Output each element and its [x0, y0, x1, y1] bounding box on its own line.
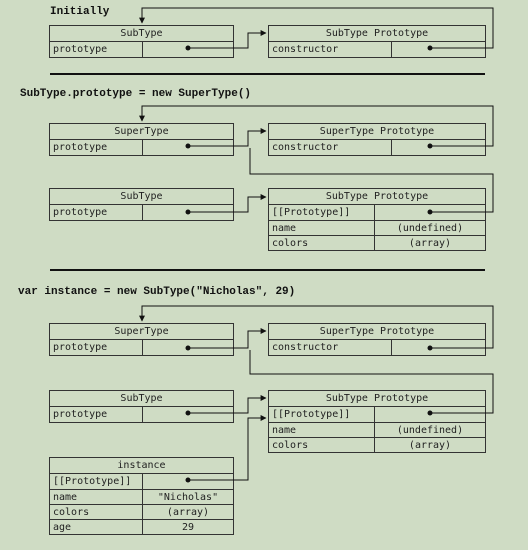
supertype-box-s3: SuperType prototype — [49, 323, 234, 356]
property-name: constructor — [272, 142, 339, 153]
property-value: 29 — [142, 519, 233, 534]
caption-initially: Initially — [50, 6, 110, 18]
property-value — [391, 140, 485, 155]
property-name: colors — [50, 504, 142, 519]
property-value: (array) — [142, 504, 233, 519]
property-name: prototype — [53, 44, 108, 55]
box-title: SubType Prototype — [269, 391, 485, 407]
property-name: prototype — [53, 342, 108, 353]
property-value: (undefined) — [374, 422, 485, 437]
supertype-prototype-box-s3: SuperType Prototype constructor — [268, 323, 486, 356]
property-value — [142, 340, 233, 355]
subtype-box-initial: SubType prototype — [49, 25, 234, 58]
property-value — [391, 42, 485, 57]
property-value: (array) — [374, 235, 485, 250]
caption-assign-prototype: SubType.prototype = new SuperType() — [20, 88, 252, 100]
box-title: SubType — [50, 26, 233, 42]
property-name: [[Prototype]] — [272, 207, 351, 218]
supertype-prototype-box-s2: SuperType Prototype constructor — [268, 123, 486, 156]
property-value — [142, 205, 233, 220]
section-divider-1 — [50, 73, 485, 75]
property-name: name — [269, 220, 374, 235]
property-value — [374, 205, 485, 220]
box-title: SubType Prototype — [269, 189, 485, 205]
property-name: name — [269, 422, 374, 437]
property-value — [142, 140, 233, 155]
box-title: SuperType — [50, 124, 233, 140]
instance-box: instance [[Prototype]] name"Nicholas"color… — [49, 457, 234, 535]
box-title: SuperType Prototype — [269, 124, 485, 140]
box-title: SuperType Prototype — [269, 324, 485, 340]
property-name: prototype — [53, 142, 108, 153]
property-name: prototype — [53, 207, 108, 218]
subtype-prototype-box-initial: SubType Prototype constructor — [268, 25, 486, 58]
property-name: [[Prototype]] — [272, 409, 351, 420]
box-title: SubType — [50, 189, 233, 205]
box-title: instance — [50, 458, 233, 474]
property-value: (undefined) — [374, 220, 485, 235]
subtype-box-s3: SubType prototype — [49, 390, 234, 423]
property-name: age — [50, 519, 142, 534]
property-value — [374, 407, 485, 422]
property-name: colors — [269, 235, 374, 250]
box-title: SuperType — [50, 324, 233, 340]
caption-create-instance: var instance = new SubType("Nicholas", 2… — [18, 286, 296, 298]
property-name: colors — [269, 437, 374, 452]
property-value — [142, 407, 233, 422]
box-title: SubType Prototype — [269, 26, 485, 42]
subtype-prototype-box-s2: SubType Prototype [[Prototype]] name(undef… — [268, 188, 486, 251]
subtype-box-s2: SubType prototype — [49, 188, 234, 221]
property-name: constructor — [272, 44, 339, 55]
property-name: constructor — [272, 342, 339, 353]
section-divider-2 — [50, 269, 485, 271]
property-name: name — [50, 489, 142, 504]
property-name: [[Prototype]] — [53, 476, 132, 487]
property-value — [142, 474, 233, 489]
property-value — [391, 340, 485, 355]
supertype-box-s2: SuperType prototype — [49, 123, 234, 156]
property-value: "Nicholas" — [142, 489, 233, 504]
property-value — [142, 42, 233, 57]
property-value: (array) — [374, 437, 485, 452]
subtype-prototype-box-s3: SubType Prototype [[Prototype]] name(undef… — [268, 390, 486, 453]
property-name: prototype — [53, 409, 108, 420]
box-title: SubType — [50, 391, 233, 407]
